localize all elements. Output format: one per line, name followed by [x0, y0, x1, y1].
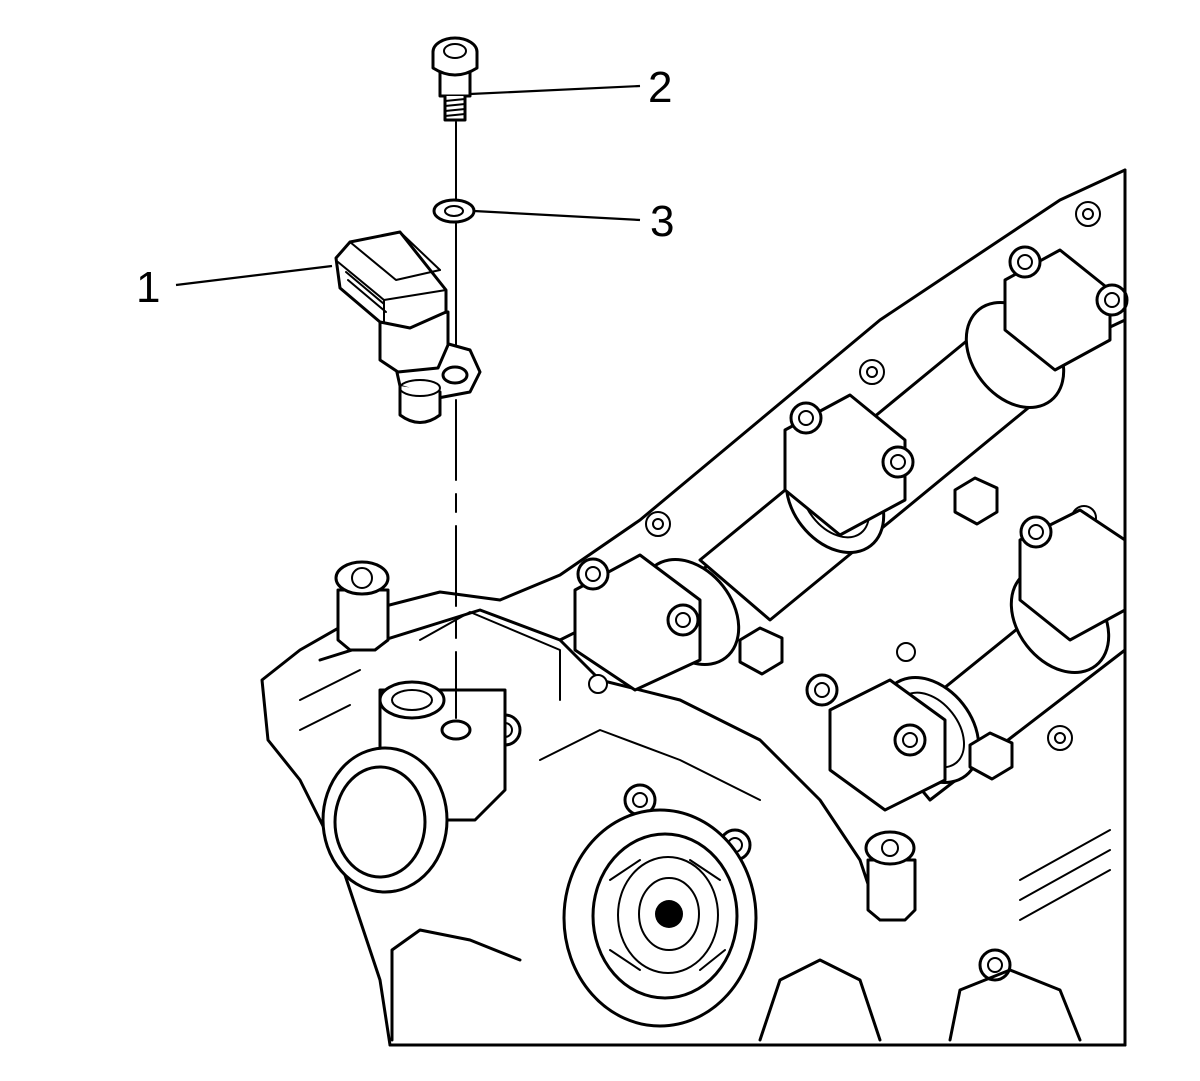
callout-2: 2 — [469, 63, 672, 112]
callout-number-2: 2 — [648, 63, 672, 112]
bearing-caps — [573, 248, 1127, 812]
bolt-part — [431, 36, 479, 122]
block-details — [299, 611, 1111, 1042]
callout-number-3: 3 — [650, 197, 674, 246]
camshaft-actuator — [562, 808, 758, 1028]
callout-1: 1 — [136, 263, 333, 312]
cylinder-head-assembly — [260, 168, 1129, 1047]
hex-bolts — [738, 476, 1014, 781]
corner-bolt — [334, 560, 390, 652]
callout-3: 3 — [473, 197, 674, 246]
washer-part — [432, 198, 476, 224]
side-bolt — [864, 830, 917, 922]
callout-number-1: 1 — [136, 263, 160, 312]
cap-bolts — [488, 245, 1129, 982]
sensor-part — [334, 230, 482, 424]
front-plug — [321, 746, 449, 894]
